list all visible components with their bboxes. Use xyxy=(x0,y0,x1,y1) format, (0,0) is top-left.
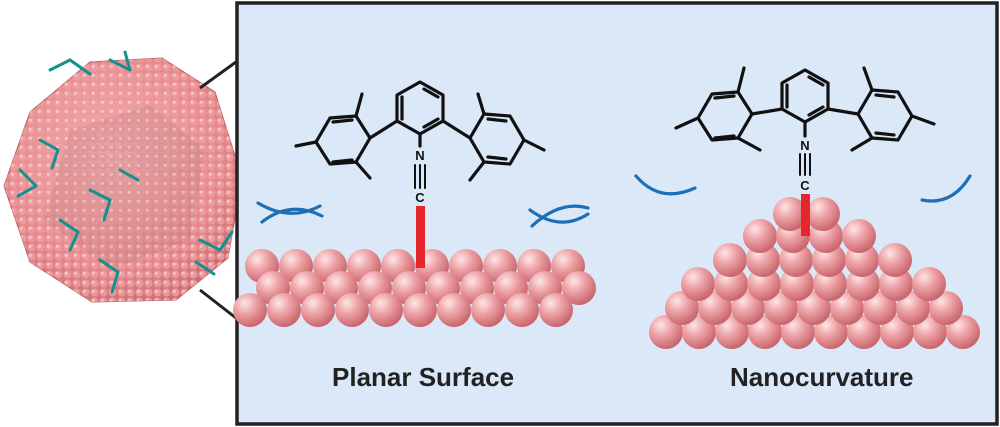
metal-atom xyxy=(301,293,335,327)
zoom-panel xyxy=(235,1,999,426)
ligand-stick xyxy=(48,58,72,72)
metal-atom xyxy=(682,315,716,349)
ligand-stick xyxy=(218,230,234,252)
metal-atom xyxy=(781,315,815,349)
ligand-stick xyxy=(68,230,80,252)
ligand-stick xyxy=(123,50,132,72)
metal-atom xyxy=(747,267,781,301)
metal-atom xyxy=(471,293,505,327)
metal-atom xyxy=(813,267,847,301)
nanoparticle-cluster-icon xyxy=(3,50,243,303)
metal-atom xyxy=(505,293,539,327)
ligand-stick xyxy=(102,198,112,222)
isocyanide-ligand-left xyxy=(294,80,546,189)
metal-atom xyxy=(715,315,749,349)
metal-atom xyxy=(698,291,732,325)
metal-atom xyxy=(713,243,747,277)
caption-planar-surface: Planar Surface xyxy=(332,362,515,392)
ligand-stick xyxy=(38,138,60,152)
isocyanide-ligand-right xyxy=(674,66,936,176)
metal-atom xyxy=(539,293,573,327)
metal-atom xyxy=(773,197,807,231)
caption-nanocurvature: Nanocurvature xyxy=(730,362,914,392)
metal-atom xyxy=(369,293,403,327)
metal-atom xyxy=(649,315,683,349)
metal-atom xyxy=(946,315,980,349)
metal-atom xyxy=(780,267,814,301)
metal-atom xyxy=(879,267,913,301)
metal-atom xyxy=(403,293,437,327)
metal-atom xyxy=(681,267,715,301)
metal-atom xyxy=(878,243,912,277)
metal-atom xyxy=(880,315,914,349)
ligand-stick xyxy=(198,238,222,252)
metal-atom xyxy=(233,293,267,327)
carbon-label-left: C xyxy=(415,190,425,205)
carbon-label-right: C xyxy=(800,178,810,193)
metal-atom xyxy=(929,291,963,325)
ligand-stick xyxy=(110,270,120,294)
metal-atom xyxy=(743,219,777,253)
ligand-stick xyxy=(68,58,92,76)
metal-atom xyxy=(764,291,798,325)
steric-arcs-planar xyxy=(256,201,590,228)
metal-atom xyxy=(896,291,930,325)
metal-atom xyxy=(912,267,946,301)
metal-atom xyxy=(814,315,848,349)
metal-atom xyxy=(806,197,840,231)
metal-atom xyxy=(731,291,765,325)
metal-atom xyxy=(863,291,897,325)
surface-ligands xyxy=(16,50,234,294)
metal-atom xyxy=(830,291,864,325)
metal-atom xyxy=(797,291,831,325)
ligand-stick xyxy=(50,148,60,170)
metal-atom xyxy=(842,219,876,253)
planar-atom-lattice xyxy=(233,249,596,327)
metal-bond-right xyxy=(801,194,810,236)
zoom-connector-bottom xyxy=(199,288,237,320)
ligand-stick xyxy=(18,168,38,188)
metal-atom xyxy=(267,293,301,327)
metal-atom xyxy=(562,271,596,305)
metal-atom xyxy=(665,291,699,325)
ligand-stick xyxy=(98,258,120,274)
ligand-stick xyxy=(108,58,132,72)
zoom-connector-top xyxy=(199,60,237,90)
ligand-stick xyxy=(88,188,112,202)
nitrogen-label-right: N xyxy=(800,138,809,153)
ligand-stick xyxy=(16,184,38,198)
metal-atom xyxy=(335,293,369,327)
metal-atom xyxy=(714,267,748,301)
nitrogen-label-left: N xyxy=(415,148,424,163)
metal-atom xyxy=(913,315,947,349)
metal-atom xyxy=(847,315,881,349)
metal-atom xyxy=(846,267,880,301)
metal-bond-left xyxy=(416,206,425,268)
ligand-stick xyxy=(58,218,80,234)
metal-atom xyxy=(748,315,782,349)
steric-arcs-curved xyxy=(634,174,972,203)
ligand-stick xyxy=(194,260,216,276)
metal-atom xyxy=(437,293,471,327)
ligand-stick xyxy=(118,168,140,182)
